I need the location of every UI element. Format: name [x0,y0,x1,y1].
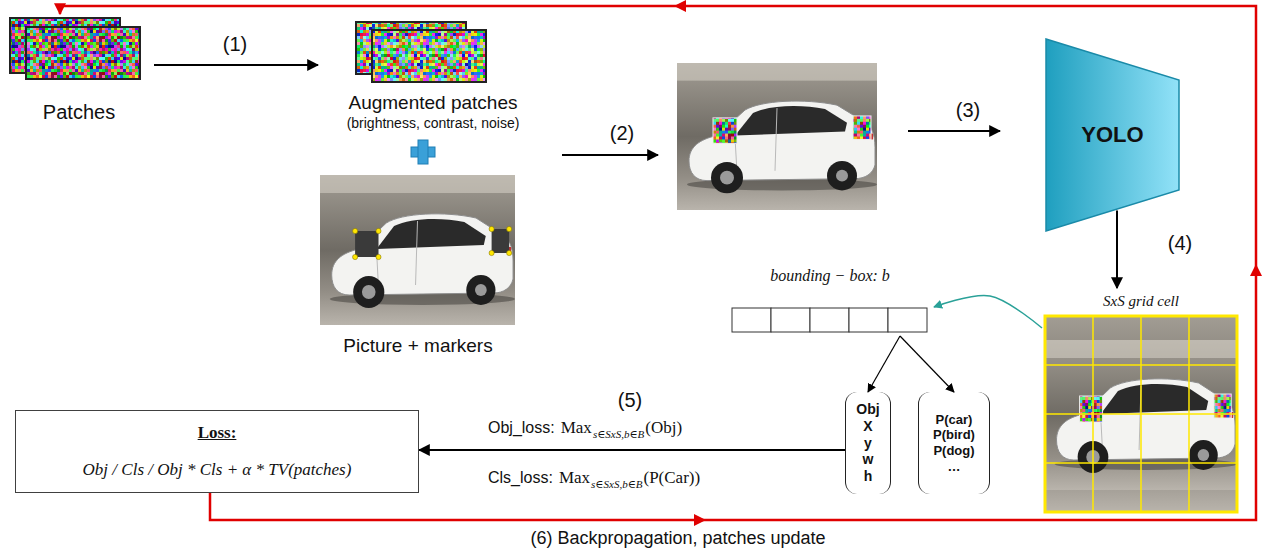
loss-formula: Obj / Cls / Obj * Cls + α * TV(patches) [83,460,352,480]
direction-mark [674,0,1262,526]
connector-arrow [60,6,1256,520]
grid-panel: SxS grid cell [1040,288,1242,514]
car-photo [320,175,515,325]
grid-photo [1045,316,1237,512]
flow-arrow [908,130,1000,132]
math-argument: (P(Car)) [644,468,701,488]
marker-dot [353,226,512,259]
connector-arrow [900,336,954,392]
step-label: (6) Backpropagation, patches update [530,528,825,550]
connector-arrow [868,336,900,392]
model-block: YOLO [1045,38,1180,232]
marker-area [355,231,378,257]
loss-box: Loss: Obj / Cls / Obj * Cls + α * TV(patc… [15,410,419,493]
connector-arrow [1116,211,1118,288]
connector-arrow [934,296,1042,328]
trapezoid-outline [1046,39,1179,231]
step-number: (3) [956,98,980,122]
output-vector: Obj X y w h [845,392,891,494]
node-label: Patches [43,100,115,124]
math-subscript: s∈SxS,b∈B [591,478,642,491]
math-operator: Max [561,418,592,438]
math-subscript: s∈SxS,b∈B [593,428,644,441]
vector-entries: P(car) P(bird) P(dog) … [933,412,975,474]
patch-group: Augmented patches(brightness, contrast, … [318,18,548,136]
loss-name: Cls_loss: [488,468,553,487]
step-label: (1) [223,32,247,56]
box-heading: Loss: [198,423,237,443]
class-vector: P(car) P(bird) P(dog) … [918,392,990,494]
node-sublabel: (brightness, contrast, noise) [347,115,520,132]
math-argument: (Obj) [645,418,682,438]
marker-area [492,229,510,253]
step-label: (5) [618,388,642,412]
patch-image [713,118,737,143]
vector-entries: Obj X y w h [856,401,879,485]
node-label: Picture + markers [343,335,492,358]
patch-image [372,30,486,82]
patch-group: Patches [4,14,154,128]
step-number: (2) [610,121,634,145]
vector-box: bounding − box: b [728,262,932,336]
math-operator: Max [559,468,590,488]
patch-image [26,27,140,79]
car-photo [677,63,877,210]
flow-arrow [562,154,658,156]
patch-image [853,116,871,140]
loss-name: Obj_loss: [488,418,555,437]
image-panel: Picture + markers [318,172,518,362]
connector-arrow [419,449,845,451]
plus-symbol [411,140,435,164]
node-label: Augmented patches [348,92,517,115]
vector-cells [732,308,927,332]
step-label: (4) [1168,231,1192,255]
panel-heading: SxS grid cell [1103,292,1179,310]
model-name: YOLO [1081,122,1143,148]
connector-arrow [154,64,318,66]
vector-heading: bounding − box: b [770,266,890,285]
